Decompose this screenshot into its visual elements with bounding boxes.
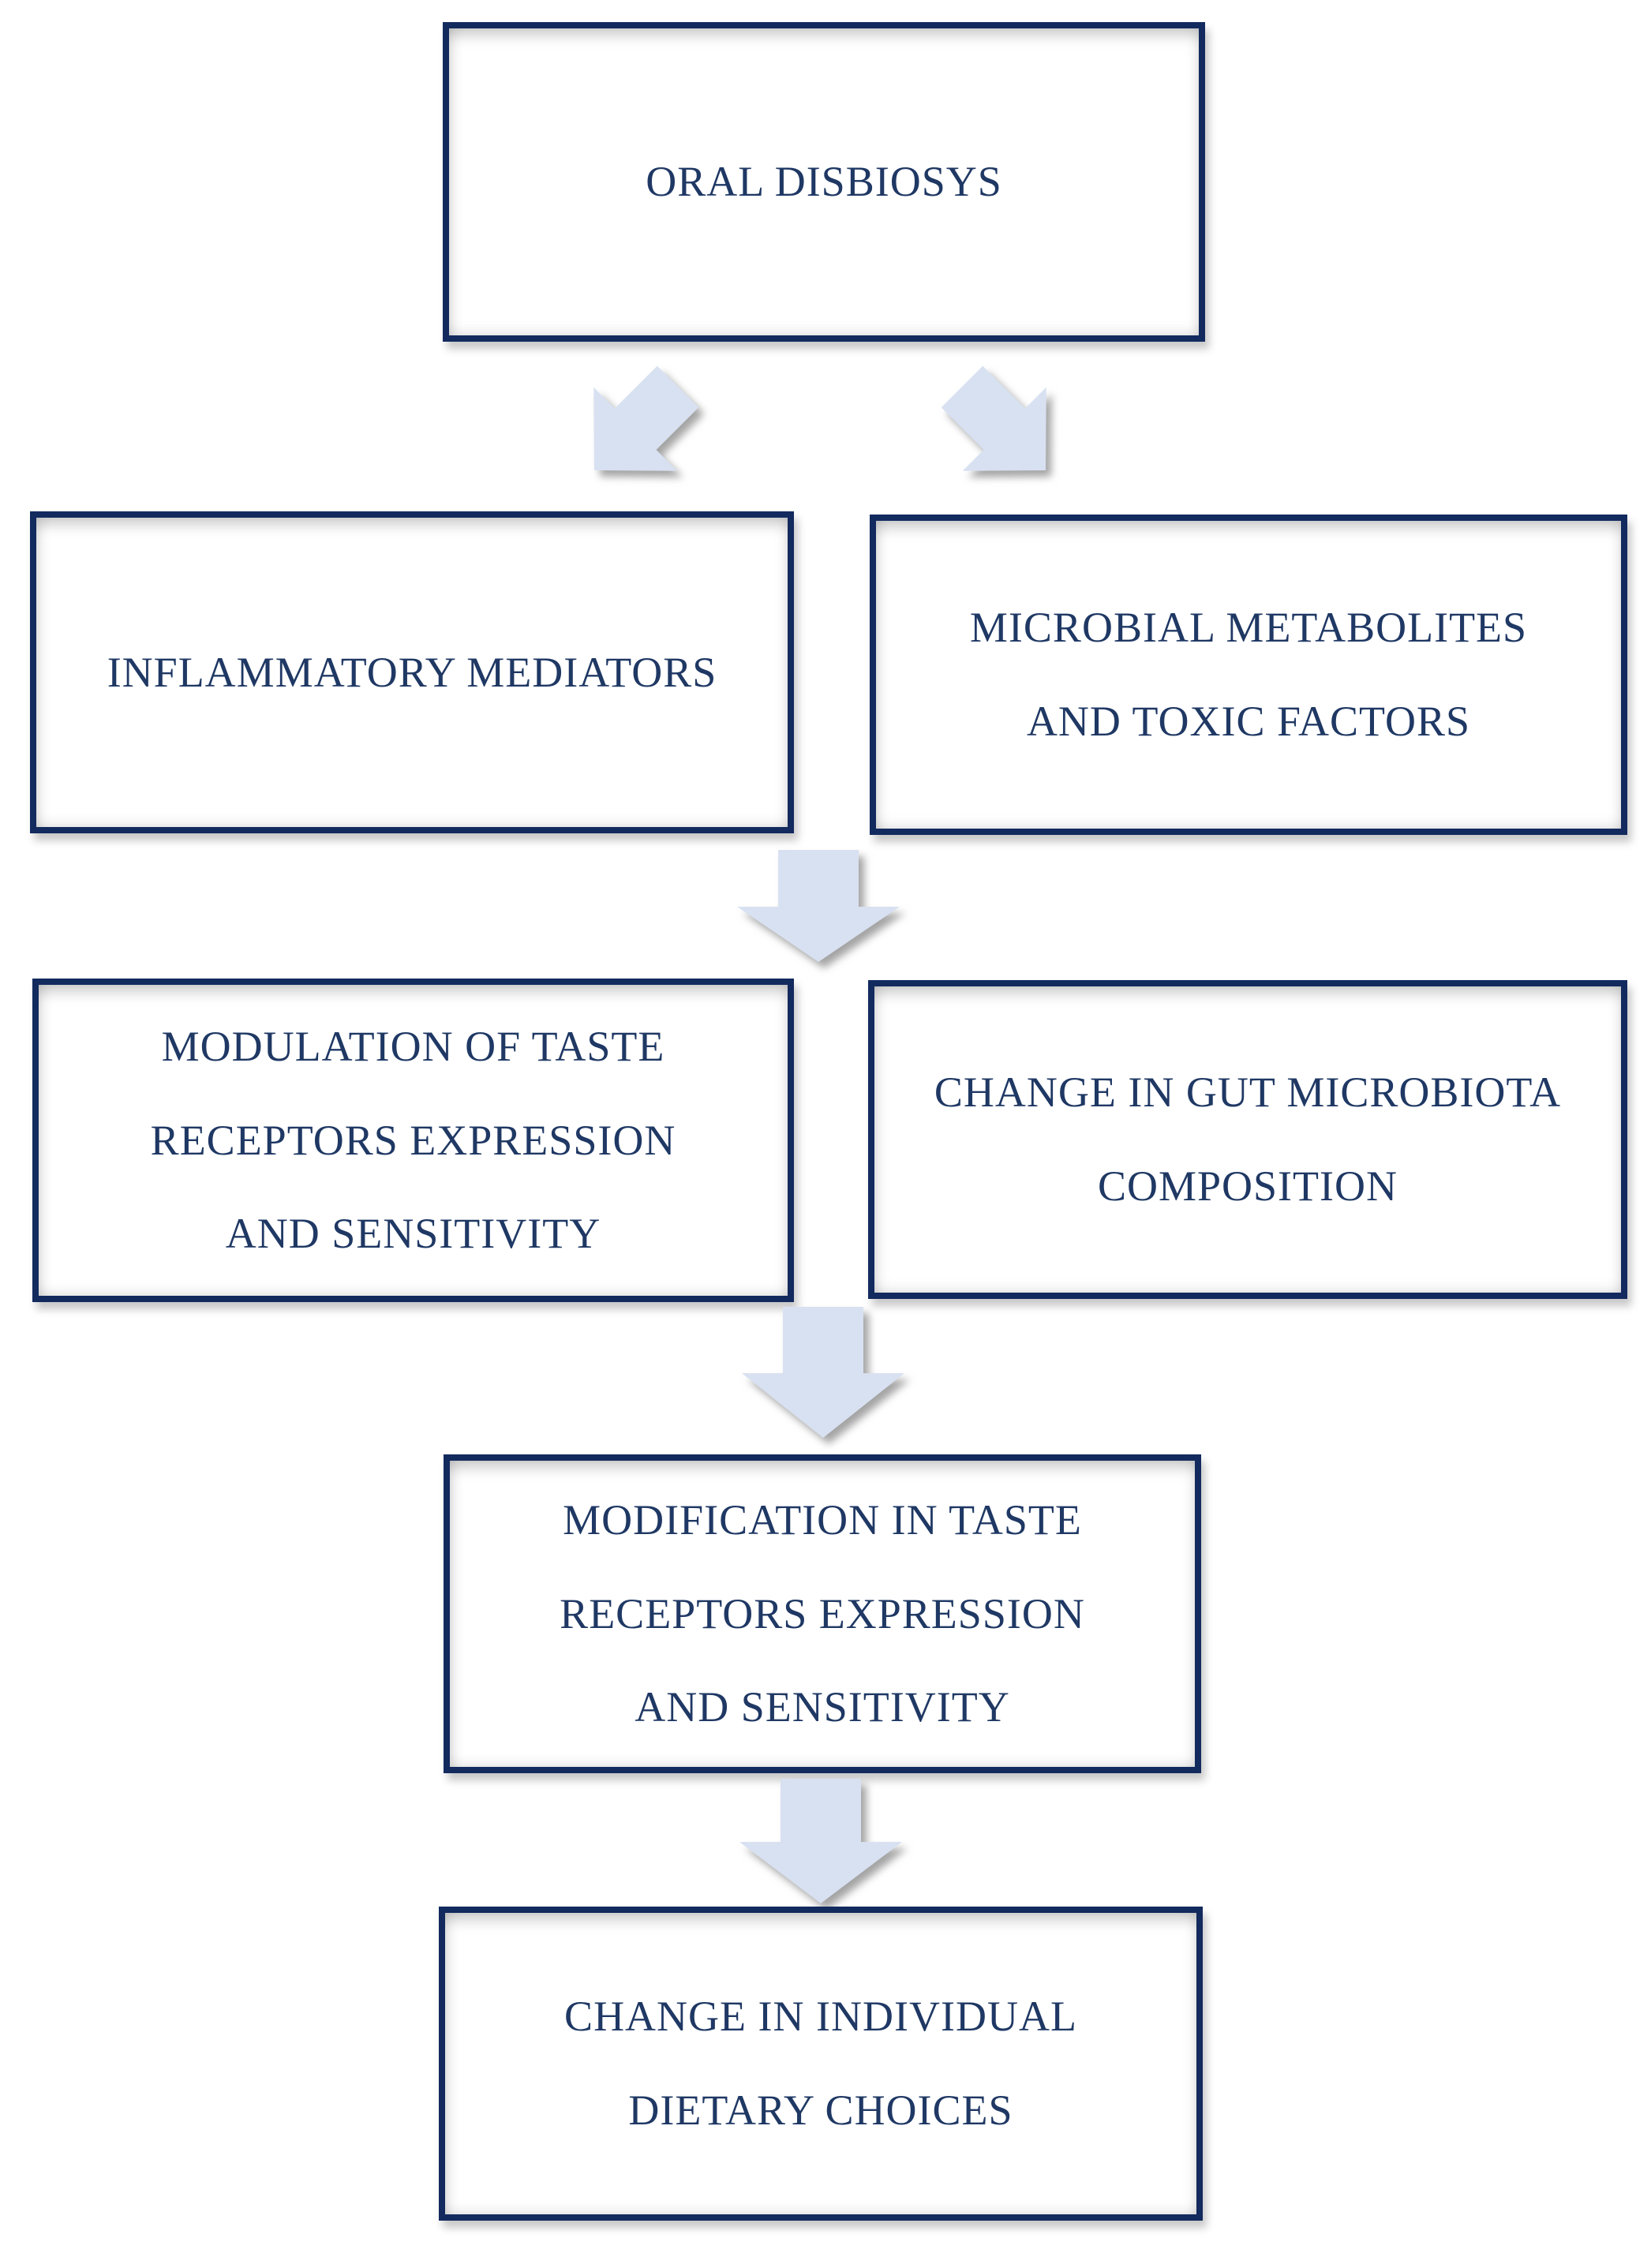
down-arrow-icon-3 [739, 1779, 902, 1903]
node-modification-in-taste-receptors: MODIFICATION IN TASTE RECEPTORS EXPRESSI… [444, 1454, 1201, 1773]
branch-right-arrow-icon [941, 365, 1063, 488]
node-inflammatory-mediators-label: INFLAMMATORY MEDIATORS [107, 648, 717, 696]
node-change-in-gut-microbiota-label: CHANGE IN GUT MICROBIOTA COMPOSITION [934, 1069, 1562, 1210]
node-microbial-metabolites: MICROBIAL METABOLITES AND TOXIC FACTORS [870, 515, 1627, 835]
node-microbial-metabolites-label: MICROBIAL METABOLITES AND TOXIC FACTORS [969, 604, 1528, 745]
down-arrow-icon-2 [742, 1307, 904, 1438]
branch-left-arrow-icon [577, 365, 699, 488]
node-change-in-dietary-choices: CHANGE IN INDIVIDUAL DIETARY CHOICES [439, 1907, 1203, 2221]
node-oral-disbiosys-label: ORAL DISBIOSYS [646, 158, 1002, 206]
node-inflammatory-mediators: INFLAMMATORY MEDIATORS [30, 511, 794, 833]
node-modification-in-taste-receptors-label: MODIFICATION IN TASTE RECEPTORS EXPRESSI… [560, 1495, 1085, 1731]
node-change-in-gut-microbiota: CHANGE IN GUT MICROBIOTA COMPOSITION [868, 980, 1627, 1299]
node-modulation-of-taste-receptors-label: MODULATION OF TASTE RECEPTORS EXPRESSION… [150, 1022, 676, 1258]
down-arrow-icon-1 [737, 850, 900, 962]
node-change-in-dietary-choices-label: CHANGE IN INDIVIDUAL DIETARY CHOICES [564, 1993, 1077, 2134]
node-modulation-of-taste-receptors: MODULATION OF TASTE RECEPTORS EXPRESSION… [32, 979, 794, 1302]
node-oral-disbiosys: ORAL DISBIOSYS [443, 22, 1205, 342]
